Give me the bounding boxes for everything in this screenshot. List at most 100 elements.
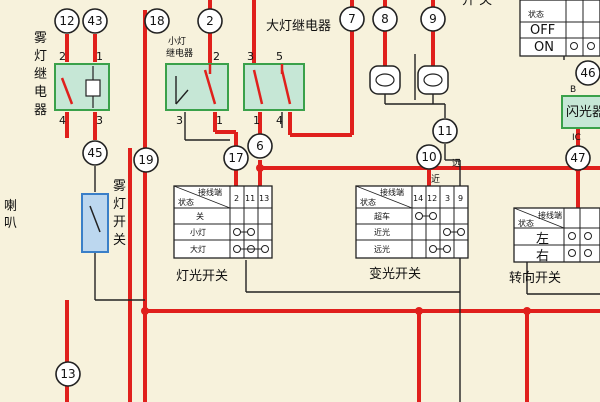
- svg-text:12: 12: [59, 14, 74, 28]
- flash-relay-label: 闪光器: [566, 105, 600, 120]
- svg-text:11: 11: [437, 124, 452, 138]
- svg-text:状态: 状态: [178, 197, 194, 207]
- svg-text:接线端: 接线端: [538, 210, 562, 220]
- pin-numbers: 2 1 4 3 2 3 1 3 5 1 4 远 近 B IC: [59, 50, 581, 185]
- node-2: 2: [197, 8, 223, 34]
- small-relay-label-1: 小灯: [168, 36, 186, 47]
- dimmer-switch-label: 变光开关: [369, 266, 421, 282]
- node-18: 18: [144, 8, 170, 34]
- svg-text:12: 12: [427, 194, 437, 203]
- svg-text:6: 6: [256, 139, 264, 153]
- big-relay-label: 大灯继电器: [266, 19, 331, 34]
- svg-text:近光: 近光: [374, 227, 390, 237]
- svg-text:4: 4: [276, 114, 283, 127]
- svg-text:远: 远: [452, 158, 461, 169]
- node-9: 9: [420, 6, 446, 32]
- svg-text:喇: 喇: [4, 199, 17, 214]
- svg-text:近: 近: [431, 173, 440, 185]
- svg-text:4: 4: [59, 114, 66, 127]
- svg-text:接线端: 接线端: [198, 187, 222, 197]
- svg-text:灯: 灯: [34, 49, 47, 64]
- svg-text:1: 1: [96, 50, 103, 63]
- node-12: 12: [54, 8, 80, 34]
- svg-text:状态: 状态: [518, 218, 534, 228]
- svg-text:状态: 状态: [528, 9, 544, 19]
- svg-text:2: 2: [213, 50, 220, 63]
- turn-switch-label: 转向开关: [509, 270, 561, 286]
- svg-text:3: 3: [96, 114, 103, 127]
- fog-light-switch: [81, 193, 109, 253]
- svg-text:叭: 叭: [4, 216, 17, 231]
- svg-text:46: 46: [580, 66, 595, 80]
- svg-text:ON: ON: [534, 40, 554, 55]
- fog-relay: [54, 63, 110, 111]
- svg-text:B: B: [570, 85, 576, 95]
- svg-text:2: 2: [206, 14, 214, 28]
- node-10: 10: [416, 144, 442, 170]
- big-lamp-relay: [243, 63, 305, 111]
- node-19: 19: [133, 147, 159, 173]
- node-17: 17: [223, 145, 249, 171]
- svg-text:8: 8: [381, 12, 389, 26]
- svg-text:器: 器: [34, 103, 47, 118]
- fog-switch-label: 雾 灯 开 关: [113, 179, 126, 248]
- turn-table-text: 接线端 状态 左 右: [518, 210, 562, 264]
- svg-text:状态: 状态: [360, 197, 376, 207]
- top-right-label: 开 关: [462, 0, 492, 8]
- svg-text:大灯: 大灯: [190, 244, 206, 254]
- svg-text:43: 43: [87, 14, 102, 28]
- svg-text:47: 47: [570, 151, 585, 165]
- svg-text:11: 11: [245, 194, 255, 203]
- svg-text:17: 17: [228, 151, 243, 165]
- light-switch-table-text: 接线端 状态 2 11 13 关 小灯 大灯: [178, 187, 269, 254]
- light-switch-table: [173, 185, 273, 259]
- small-relay-label-2: 继电器: [166, 47, 193, 59]
- top-right-table: [519, 0, 600, 57]
- flash-relay: [561, 95, 600, 129]
- svg-text:18: 18: [149, 14, 164, 28]
- node-43: 43: [82, 8, 108, 34]
- node-11: 11: [432, 118, 458, 144]
- svg-text:13: 13: [259, 194, 269, 203]
- node-7: 7: [339, 6, 365, 32]
- red-wires: [65, 0, 600, 402]
- light-switch-label: 灯光开关: [176, 269, 228, 284]
- svg-text:3: 3: [176, 114, 183, 127]
- svg-text:13: 13: [60, 367, 75, 381]
- svg-text:关: 关: [196, 211, 204, 221]
- headlight-bulbs: [369, 65, 449, 95]
- turn-switch-table: [513, 207, 600, 263]
- black-wires: [94, 0, 600, 402]
- svg-text:继: 继: [34, 67, 47, 82]
- svg-text:开: 开: [113, 215, 126, 230]
- svg-text:远光: 远光: [374, 244, 390, 254]
- node-6: 6: [247, 133, 273, 159]
- small-lamp-relay: [165, 63, 229, 111]
- node-47: 47: [565, 145, 591, 171]
- svg-text:9: 9: [458, 194, 463, 203]
- svg-text:电: 电: [34, 85, 47, 100]
- svg-text:雾: 雾: [34, 31, 47, 46]
- svg-text:5: 5: [276, 50, 283, 63]
- node-46: 46: [575, 60, 600, 86]
- svg-text:小灯: 小灯: [190, 227, 206, 237]
- svg-text:OFF: OFF: [530, 23, 555, 38]
- horn-label: 喇 叭: [4, 199, 17, 231]
- svg-text:14: 14: [413, 194, 423, 203]
- svg-text:雾: 雾: [113, 179, 126, 194]
- svg-text:1: 1: [216, 114, 223, 127]
- svg-text:9: 9: [429, 12, 437, 26]
- svg-text:10: 10: [421, 150, 436, 164]
- dimmer-table-text: 接线端 状态 14 12 3 9 超车 近光 远光: [360, 187, 463, 254]
- node-circles: 12 43 18 2 7 8 9 45 19 17 6 11 10 47 46 …: [54, 6, 600, 387]
- svg-text:关: 关: [113, 233, 126, 248]
- svg-text:灯: 灯: [113, 197, 126, 212]
- svg-text:19: 19: [138, 153, 153, 167]
- svg-text:左: 左: [536, 232, 549, 247]
- svg-text:IC: IC: [572, 133, 581, 143]
- svg-text:1: 1: [253, 114, 260, 127]
- svg-text:3: 3: [247, 50, 254, 63]
- svg-text:45: 45: [87, 146, 102, 160]
- svg-text:7: 7: [348, 12, 356, 26]
- fog-relay-label: 雾 灯 继 电 器: [34, 31, 47, 118]
